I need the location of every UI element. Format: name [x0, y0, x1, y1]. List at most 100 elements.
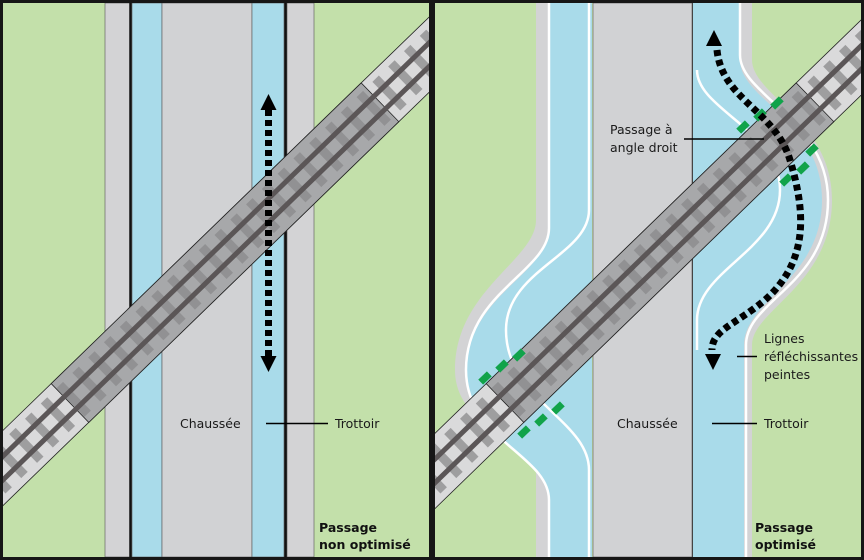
rail-tie	[507, 366, 542, 402]
rail-tie	[293, 152, 328, 188]
rail-tie	[182, 259, 218, 295]
pedestrian-path-arrow	[260, 94, 277, 372]
rail-tie	[372, 75, 407, 111]
reflective-label-1: Lignes	[764, 331, 805, 346]
rail-tie	[56, 381, 91, 417]
reflective-marking	[779, 173, 793, 187]
panel-optimized: Passage à angle droit Chaussée Trottoir …	[435, 3, 861, 557]
rail-tie	[435, 443, 463, 479]
reflective-marking	[551, 401, 565, 415]
rail-tie	[388, 60, 423, 96]
rail-tie	[325, 121, 360, 157]
rail	[3, 19, 429, 508]
sidewalk-left	[131, 3, 163, 557]
rail-tie	[119, 320, 155, 356]
railway-track	[435, 3, 861, 520]
rail-tie	[586, 289, 621, 325]
reflective-line-left-outer	[464, 3, 551, 557]
rail	[3, 7, 429, 496]
reflective-marking	[770, 96, 784, 110]
arrow-head-up-icon	[706, 30, 722, 46]
rail-tie	[712, 167, 747, 203]
road-label: Chaussée	[617, 416, 678, 431]
rail-tie	[523, 351, 558, 387]
rail-tie	[435, 458, 447, 494]
reflective-marking	[534, 413, 548, 427]
panel-divider	[429, 0, 435, 560]
reflective-marking	[796, 161, 810, 175]
rail-tie	[40, 397, 76, 433]
rail-tie	[744, 136, 779, 172]
panel-non-optimized: Chaussée Trottoir Passage non optimisé	[3, 3, 429, 557]
rail-tie	[665, 213, 700, 249]
rail-tie	[554, 320, 590, 356]
caption-line-2: non optimisé	[319, 537, 411, 552]
rail-tie	[277, 167, 312, 203]
rail-tie	[103, 335, 139, 371]
right-angle-label-1: Passage à	[610, 122, 673, 137]
rail-tie	[838, 44, 861, 80]
rail-tie	[807, 75, 842, 111]
rail-tie	[88, 351, 123, 387]
dashed-path	[708, 49, 805, 351]
curb-strip-right	[286, 3, 315, 557]
rail-tie	[3, 443, 28, 479]
rail-tie	[72, 366, 107, 402]
reflective-label-3: peintes	[764, 367, 810, 382]
rail-tie	[570, 305, 605, 341]
rail-tie	[135, 305, 170, 341]
pedestrian-path-arrow	[705, 30, 805, 370]
rail-tie	[403, 44, 429, 80]
reflective-marking	[495, 359, 509, 373]
rail-tie	[9, 427, 44, 463]
rail-tie	[775, 106, 811, 142]
track-body	[435, 3, 861, 520]
rail-tie	[419, 29, 429, 65]
rail-tie	[340, 106, 376, 142]
arrow-head-down-icon	[260, 356, 277, 372]
road-label: Chaussée	[180, 416, 241, 431]
reflective-line-right-inner	[695, 69, 782, 350]
reflective-line-left-inner	[504, 3, 591, 557]
reflective-marking	[478, 371, 492, 385]
reflective-label-2: réfléchissantes	[764, 349, 858, 364]
reflective-marking	[753, 108, 767, 122]
rail-tie	[24, 412, 60, 448]
rail-tie	[696, 182, 732, 218]
rail-tie	[444, 427, 479, 463]
arrow-head-down-icon	[705, 354, 721, 370]
rail-tie	[491, 381, 526, 417]
reflective-markings	[478, 96, 819, 439]
rail-tie	[681, 198, 716, 234]
rail-tie	[356, 90, 391, 126]
rail-tie	[214, 228, 249, 264]
rail-tie	[649, 228, 684, 264]
rail-tie	[230, 213, 265, 249]
reflective-marking	[805, 143, 819, 157]
rail-tie	[151, 289, 186, 325]
rail-tie	[167, 274, 202, 310]
sidewalk-label: Trottoir	[334, 416, 380, 431]
railway-track	[3, 3, 429, 520]
reflective-marking	[517, 425, 531, 439]
rail-tie	[198, 244, 233, 280]
rail-tie	[309, 136, 344, 172]
rail-tie	[617, 259, 653, 295]
rail-tie	[475, 397, 511, 433]
rail-tie	[602, 274, 637, 310]
rail-tie	[633, 244, 668, 280]
rail	[435, 19, 861, 508]
sidewalk-label: Trottoir	[763, 416, 809, 431]
reflective-marking	[512, 348, 526, 362]
caption-line-1: Passage	[755, 520, 813, 535]
rail-tie	[728, 152, 763, 188]
caption-line-1: Passage	[319, 520, 377, 535]
reflective-marking	[736, 120, 750, 134]
track-body	[3, 3, 429, 520]
rail-tie	[3, 458, 12, 494]
reflective-line-right-outer	[738, 3, 830, 557]
rail-tie	[459, 412, 495, 448]
rail-tie	[823, 60, 858, 96]
caption-line-2: optimisé	[755, 537, 816, 552]
